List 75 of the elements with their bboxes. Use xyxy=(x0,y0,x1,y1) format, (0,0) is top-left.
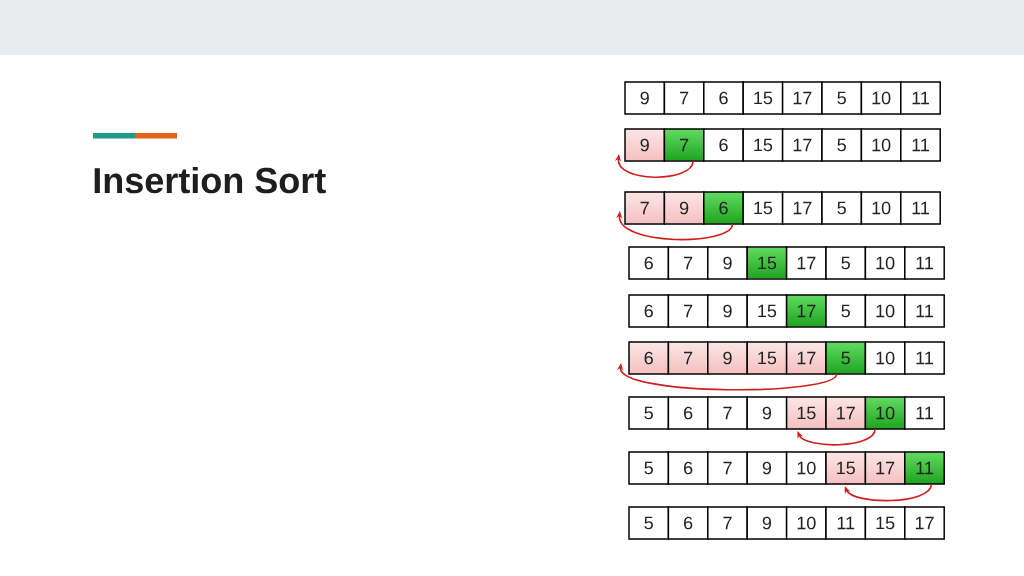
number-cell: 15 xyxy=(825,451,867,485)
number-cell: 5 xyxy=(628,451,670,485)
curved-arrow xyxy=(797,428,876,446)
number-cell: 17 xyxy=(785,294,827,328)
number-cell: 6 xyxy=(703,81,744,115)
number-cell: 10 xyxy=(864,246,906,280)
number-cell: 5 xyxy=(821,81,863,115)
number-cell: 17 xyxy=(825,396,867,430)
number-cell: 5 xyxy=(821,191,863,225)
number-cell: 7 xyxy=(667,294,709,328)
number-cell: 7 xyxy=(707,451,748,485)
number-cell: 10 xyxy=(785,506,827,540)
number-cell: 5 xyxy=(825,294,867,328)
number-cell: 5 xyxy=(821,128,863,162)
number-cell: 17 xyxy=(781,128,823,162)
number-cell: 11 xyxy=(900,191,941,225)
number-cell: 17 xyxy=(785,246,827,280)
number-cell: 9 xyxy=(746,396,788,430)
number-cell: 9 xyxy=(707,341,748,375)
number-cell: 11 xyxy=(904,294,945,328)
number-cell: 17 xyxy=(781,81,823,115)
number-cell: 7 xyxy=(663,128,705,162)
number-cell: 6 xyxy=(703,128,744,162)
number-cell: 17 xyxy=(785,341,827,375)
number-cell: 15 xyxy=(746,341,788,375)
number-cell: 9 xyxy=(624,81,666,115)
number-cell: 6 xyxy=(628,294,670,328)
number-cell: 6 xyxy=(667,396,709,430)
number-cell: 15 xyxy=(746,294,788,328)
number-cell: 5 xyxy=(825,246,867,280)
number-cell: 15 xyxy=(742,81,784,115)
number-cell: 6 xyxy=(628,341,670,375)
number-cell: 17 xyxy=(864,451,906,485)
number-cell: 9 xyxy=(624,128,666,162)
number-cell: 11 xyxy=(900,128,941,162)
number-cell: 11 xyxy=(900,81,941,115)
number-cell: 10 xyxy=(785,451,827,485)
number-cell: 11 xyxy=(904,451,945,485)
number-cell: 10 xyxy=(864,294,906,328)
number-cell: 7 xyxy=(663,81,705,115)
number-cell: 7 xyxy=(667,246,709,280)
number-cell: 15 xyxy=(746,246,788,280)
number-cell: 6 xyxy=(703,191,744,225)
number-cell: 7 xyxy=(667,341,709,375)
number-cell: 10 xyxy=(860,81,902,115)
number-cell: 15 xyxy=(742,128,784,162)
number-cell: 9 xyxy=(746,451,788,485)
number-cell: 9 xyxy=(663,191,705,225)
number-cell: 6 xyxy=(628,246,670,280)
number-cell: 7 xyxy=(707,396,748,430)
number-cell: 5 xyxy=(628,396,670,430)
number-cell: 11 xyxy=(825,506,867,540)
number-cell: 17 xyxy=(904,506,945,540)
number-cell: 15 xyxy=(864,506,906,540)
number-cell: 11 xyxy=(904,396,945,430)
number-cell: 7 xyxy=(624,191,666,225)
title: Insertion Sort xyxy=(94,166,326,194)
number-cell: 9 xyxy=(707,246,748,280)
number-cell: 6 xyxy=(667,451,709,485)
number-cell: 10 xyxy=(864,396,906,430)
curved-arrow xyxy=(844,483,933,502)
number-cell: 9 xyxy=(707,294,748,328)
number-cell: 10 xyxy=(864,341,906,375)
number-cell: 17 xyxy=(781,191,823,225)
number-cell: 10 xyxy=(860,128,902,162)
number-cell: 11 xyxy=(904,341,945,375)
number-cell: 15 xyxy=(785,396,827,430)
number-cell: 5 xyxy=(628,506,670,540)
number-cell: 9 xyxy=(746,506,788,540)
number-cell: 11 xyxy=(904,246,945,280)
number-cell: 6 xyxy=(667,506,709,540)
number-cell: 15 xyxy=(742,191,784,225)
number-cell: 5 xyxy=(825,341,867,375)
number-cell: 7 xyxy=(707,506,748,540)
number-cell: 10 xyxy=(860,191,902,225)
